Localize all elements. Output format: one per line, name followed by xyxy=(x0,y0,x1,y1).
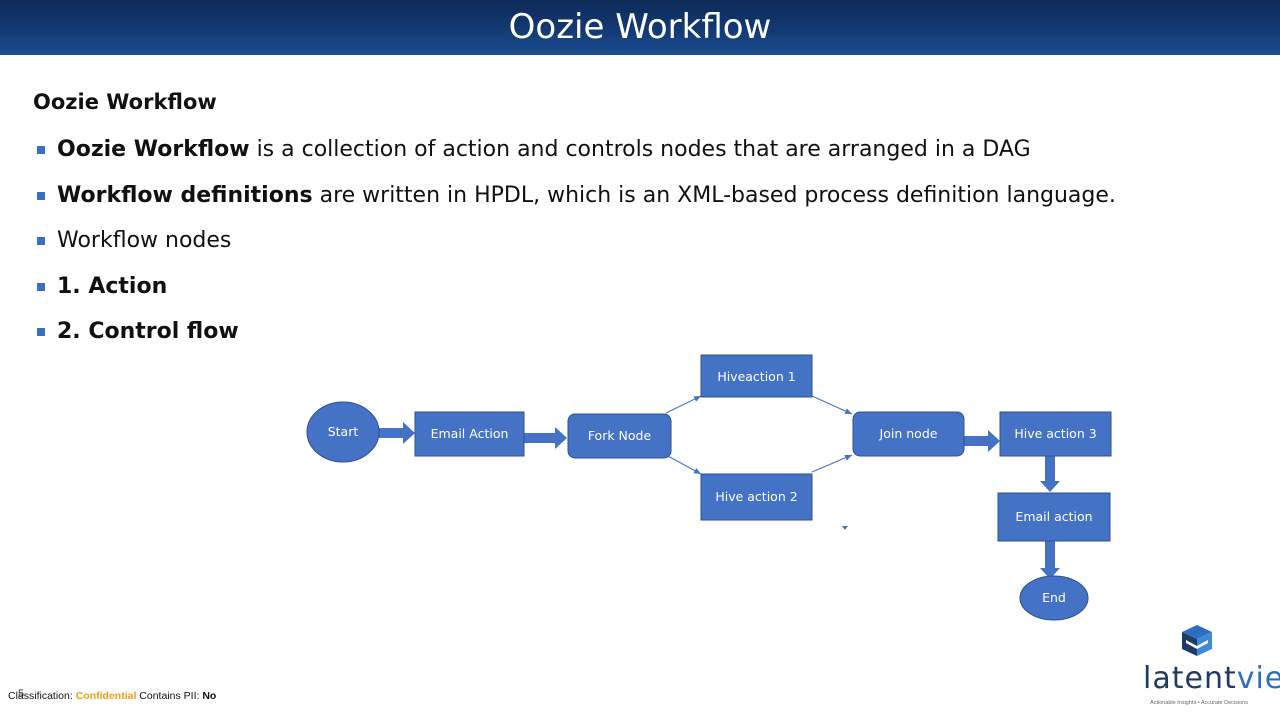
logo-wordmark: latentview xyxy=(1143,662,1280,696)
logo-cube-icon xyxy=(1182,625,1212,656)
bullet-square-icon xyxy=(37,328,45,336)
bullet-item: 1. Action xyxy=(37,270,1116,316)
bullet-item: Workflow nodes xyxy=(37,224,1116,270)
node-label: Hiveaction 1 xyxy=(717,369,795,384)
bullet-bold-text: 2. Control flow xyxy=(57,319,239,344)
pii-label: Contains PII: xyxy=(139,690,200,702)
header-bar xyxy=(0,0,1280,55)
node-label: Hive action 3 xyxy=(1014,426,1096,441)
node-label: Start xyxy=(328,424,359,439)
node-email-action: Email Action xyxy=(414,411,525,457)
node-label: Email Action xyxy=(431,426,509,441)
node-hive-action-3: Hive action 3 xyxy=(999,411,1112,457)
bullet-bold-text: 1. Action xyxy=(57,273,168,299)
page-number: 5 xyxy=(18,688,25,700)
bullet-item: Oozie Workflow is a collection of action… xyxy=(37,133,1116,179)
connector-fork-to-hive1 xyxy=(665,395,702,414)
latentview-logo: latentview Actionable Insights • Accurat… xyxy=(1135,622,1280,712)
arrow-email-to-end xyxy=(1040,541,1060,579)
arrow-start-to-email xyxy=(378,422,415,444)
node-hive-action-2: Hive action 2 xyxy=(700,473,813,521)
bullet-bold-text: Oozie Workflow xyxy=(57,137,250,162)
node-label: Email action xyxy=(1015,509,1092,524)
bullet-square-icon xyxy=(37,146,45,154)
node-end: End xyxy=(1019,575,1089,621)
connector-hive2-to-join xyxy=(811,454,853,473)
slide-title: Oozie Workflow xyxy=(508,7,772,47)
classification-label: Classification: xyxy=(8,690,73,702)
bullet-square-icon xyxy=(37,237,45,245)
bullet-text: are written in HPDL, which is an XML-bas… xyxy=(312,182,1116,208)
node-label: Fork Node xyxy=(588,428,652,443)
logo-word-part-1: latent xyxy=(1143,661,1237,696)
bullet-text: Workflow nodes xyxy=(57,228,232,253)
node-hive-action-1: Hiveaction 1 xyxy=(700,354,813,398)
logo-word-part-2: view xyxy=(1236,661,1280,696)
connector-fork-to-hive2 xyxy=(665,454,702,475)
bullet-bold-text: Workflow definitions xyxy=(57,182,313,208)
node-label: Join node xyxy=(879,426,938,441)
node-email-action-2: Email action xyxy=(997,492,1111,542)
classification-footer: Classification: Confidential Contains PI… xyxy=(8,690,216,702)
bullet-list: Oozie Workflow is a collection of action… xyxy=(37,133,1116,361)
node-fork: Fork Node xyxy=(567,413,672,459)
arrow-hive3-to-email xyxy=(1040,456,1060,492)
bullet-item: Workflow definitions are written in HPDL… xyxy=(37,179,1116,225)
connector-hive1-to-join xyxy=(811,395,853,415)
section-title: Oozie Workflow xyxy=(33,90,217,114)
node-start: Start xyxy=(306,401,380,463)
bullet-item: 2. Control flow xyxy=(37,315,1116,361)
node-label: Hive action 2 xyxy=(715,489,797,504)
bullet-text: is a collection of action and controls n… xyxy=(249,137,1031,162)
arrow-email-to-fork xyxy=(524,427,567,449)
bullet-square-icon xyxy=(37,282,45,291)
node-label: End xyxy=(1042,590,1066,605)
classification-value: Confidential xyxy=(75,690,137,702)
stray-marker-icon xyxy=(842,526,848,530)
arrow-join-to-hive3 xyxy=(964,430,1000,452)
pii-value: No xyxy=(202,690,217,702)
bullet-square-icon xyxy=(37,191,45,200)
logo-tagline: Actionable Insights • Accurate Decisions xyxy=(1150,700,1248,706)
node-join: Join node xyxy=(852,411,965,457)
